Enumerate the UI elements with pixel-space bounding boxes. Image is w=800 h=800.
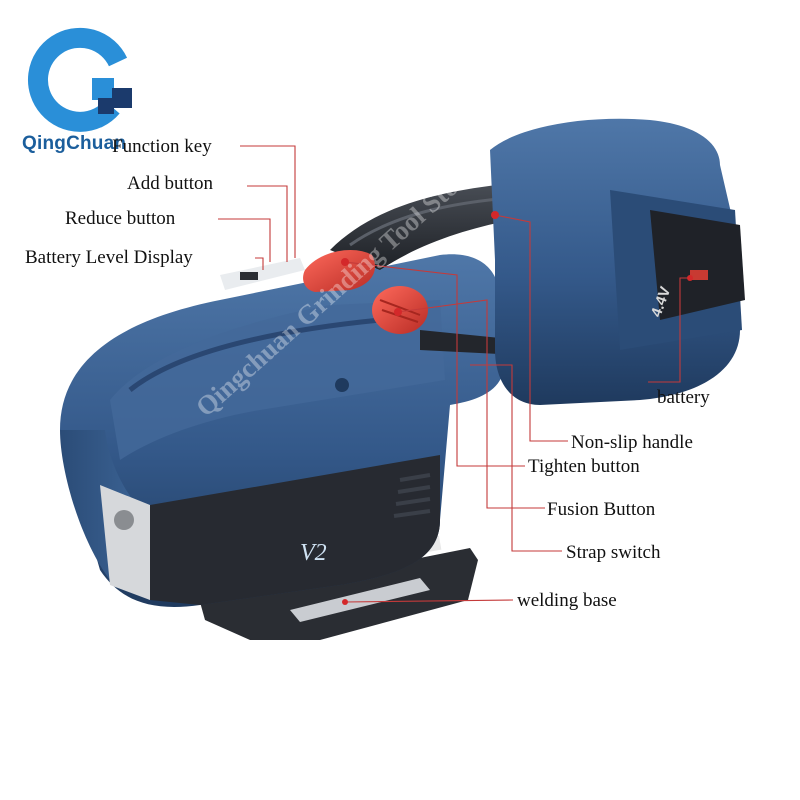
front-panel <box>150 455 440 605</box>
label-battery-level-display: Battery Level Display <box>25 247 193 268</box>
label-non-slip-handle: Non-slip handle <box>571 432 693 453</box>
label-fusion-button: Fusion Button <box>547 499 656 520</box>
callout-dots <box>341 211 693 605</box>
tighten-trigger <box>303 250 376 292</box>
label-add-button: Add button <box>127 173 214 194</box>
model-marking: V2 <box>300 540 327 566</box>
battery-level-display <box>220 258 305 290</box>
welding-base <box>200 548 478 640</box>
brand-name: QingChuan <box>22 133 127 154</box>
brand-logo <box>27 27 132 132</box>
label-welding-base: welding base <box>517 590 617 611</box>
callout-leaders <box>218 145 690 603</box>
label-reduce-button: Reduce button <box>65 208 176 229</box>
label-battery: battery <box>657 387 710 408</box>
label-tighten-button: Tighten button <box>528 456 640 477</box>
label-strap-switch: Strap switch <box>566 542 661 563</box>
label-function-key: Function key <box>112 136 212 157</box>
